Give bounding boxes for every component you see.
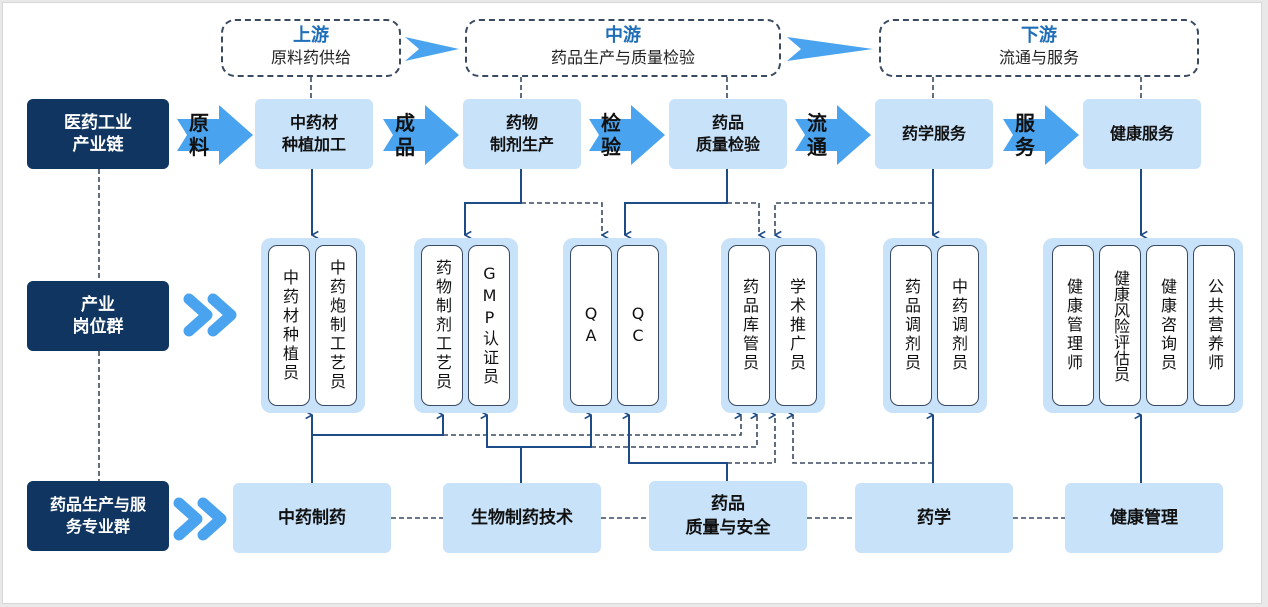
- flow-arrow-product: 成 品: [381, 103, 461, 167]
- job-title: 学术推广员: [787, 278, 806, 373]
- job-title: 健康风险评估员: [1111, 269, 1130, 382]
- job-card: 药物制剂工艺员: [421, 245, 463, 406]
- job-title: 公共营养师: [1205, 278, 1224, 373]
- job-title: QA: [581, 303, 601, 348]
- row-label-major-groups: 药品生产与服 务专业群: [27, 481, 169, 551]
- job-card: 健康管理师: [1052, 245, 1094, 406]
- major-to-job-link: [591, 415, 757, 448]
- flow-arrow-inspection: 检 验: [587, 103, 667, 167]
- chain-to-job-link: [727, 202, 759, 235]
- flow-arrow-raw-material: 原 料: [175, 103, 255, 167]
- big-arrow-icon: [177, 105, 253, 165]
- stage-subtitle: 流通与服务: [998, 48, 1079, 67]
- chain-step-formulation: 药物 制剂生产: [463, 99, 581, 169]
- job-card: 健康咨询员: [1146, 245, 1188, 406]
- major-biopharmaceutical-tech: 生物制药技术: [443, 483, 601, 553]
- big-arrow-icon: [383, 105, 459, 165]
- job-group-distribution: 药品库管员 学术推广员: [721, 238, 825, 413]
- big-arrow-icon: [795, 105, 871, 165]
- row-label-industry-chain: 医药工业 产业链: [27, 99, 169, 169]
- flow-label: 检 验: [601, 111, 621, 159]
- stage-downstream: 下游 流通与服务: [879, 19, 1199, 77]
- job-card: QA: [570, 245, 612, 406]
- major-to-job-link: [727, 415, 775, 464]
- job-card: 中药调剂员: [937, 245, 979, 406]
- stage-arrow-icon: [405, 37, 459, 61]
- job-title: 中药炮制工艺员: [327, 259, 346, 392]
- major-drug-quality-safety: 药品 质量与安全: [649, 481, 807, 551]
- stage-title: 下游: [1021, 25, 1057, 46]
- chain-to-job-link: [464, 169, 522, 235]
- job-card: GMP认证员: [468, 245, 510, 406]
- major-to-job-link: [487, 415, 522, 483]
- flow-arrow-service: 服 务: [1001, 103, 1081, 167]
- chain-to-job-link: [521, 202, 602, 235]
- job-title: 药品调剂员: [902, 278, 921, 373]
- double-chevron-icon: [173, 497, 227, 541]
- stage-midstream: 中游 药品生产与质量检验: [465, 19, 781, 77]
- job-card: 药品库管员: [728, 245, 770, 406]
- job-card: 学术推广员: [775, 245, 817, 406]
- job-title: GMP认证员: [480, 264, 499, 387]
- job-title: 中药材种植员: [280, 268, 299, 383]
- connector-layer: [98, 77, 1261, 519]
- flow-label: 流 通: [807, 111, 827, 159]
- chain-to-job-link: [775, 202, 933, 235]
- stage-arrow-icon: [787, 37, 873, 61]
- job-group-health: 健康管理师 健康风险评估员 健康咨询员 公共营养师: [1043, 238, 1243, 413]
- double-chevron-icon: [183, 293, 237, 337]
- stage-subtitle: 原料药供给: [270, 48, 351, 67]
- job-title: QC: [628, 303, 648, 348]
- flow-arrow-distribution: 流 通: [793, 103, 873, 167]
- chain-step-health-service: 健康服务: [1083, 99, 1201, 169]
- major-to-job-link: [793, 415, 933, 464]
- chain-step-quality-inspection: 药品 质量检验: [669, 99, 787, 169]
- job-card: 健康风险评估员: [1099, 245, 1141, 406]
- job-title: 健康咨询员: [1158, 278, 1177, 373]
- major-to-job-link: [443, 415, 741, 436]
- job-group-formulation: 药物制剂工艺员 GMP认证员: [414, 238, 518, 413]
- major-pharmacy: 药学: [855, 483, 1013, 553]
- job-title: 药物制剂工艺员: [433, 259, 452, 392]
- row-label-job-groups: 产业 岗位群: [27, 281, 169, 351]
- job-title: 健康管理师: [1064, 278, 1083, 373]
- job-title: 药品库管员: [740, 278, 759, 373]
- chain-step-herb-cultivation: 中药材 种植加工: [255, 99, 373, 169]
- job-group-herbal: 中药材种植员 中药炮制工艺员: [261, 238, 365, 413]
- flow-label: 成 品: [395, 111, 415, 159]
- job-card: 中药炮制工艺员: [315, 245, 357, 406]
- stage-title: 上游: [293, 25, 329, 46]
- major-to-job-link: [521, 415, 592, 448]
- big-arrow-icon: [589, 105, 665, 165]
- chain-to-job-link: [624, 169, 728, 235]
- flow-label: 服 务: [1015, 111, 1035, 159]
- job-card: 公共营养师: [1193, 245, 1235, 406]
- stage-title: 中游: [605, 25, 641, 46]
- job-group-quality: QA QC: [563, 238, 667, 413]
- job-card: 中药材种植员: [268, 245, 310, 406]
- big-arrow-icon: [1003, 105, 1079, 165]
- major-tcm-pharmaceutics: 中药制药: [233, 483, 391, 553]
- stage-upstream: 上游 原料药供给: [221, 19, 401, 77]
- chain-step-pharmacy-service: 药学服务: [875, 99, 993, 169]
- job-group-dispensing: 药品调剂员 中药调剂员: [883, 238, 987, 413]
- major-to-job-link: [312, 415, 444, 436]
- major-health-management: 健康管理: [1065, 483, 1223, 553]
- stage-subtitle: 药品生产与质量检验: [550, 48, 695, 67]
- major-to-job-link: [629, 415, 728, 481]
- job-title: 中药调剂员: [949, 278, 968, 373]
- job-card: 药品调剂员: [890, 245, 932, 406]
- job-card: QC: [617, 245, 659, 406]
- flow-label: 原 料: [189, 111, 209, 159]
